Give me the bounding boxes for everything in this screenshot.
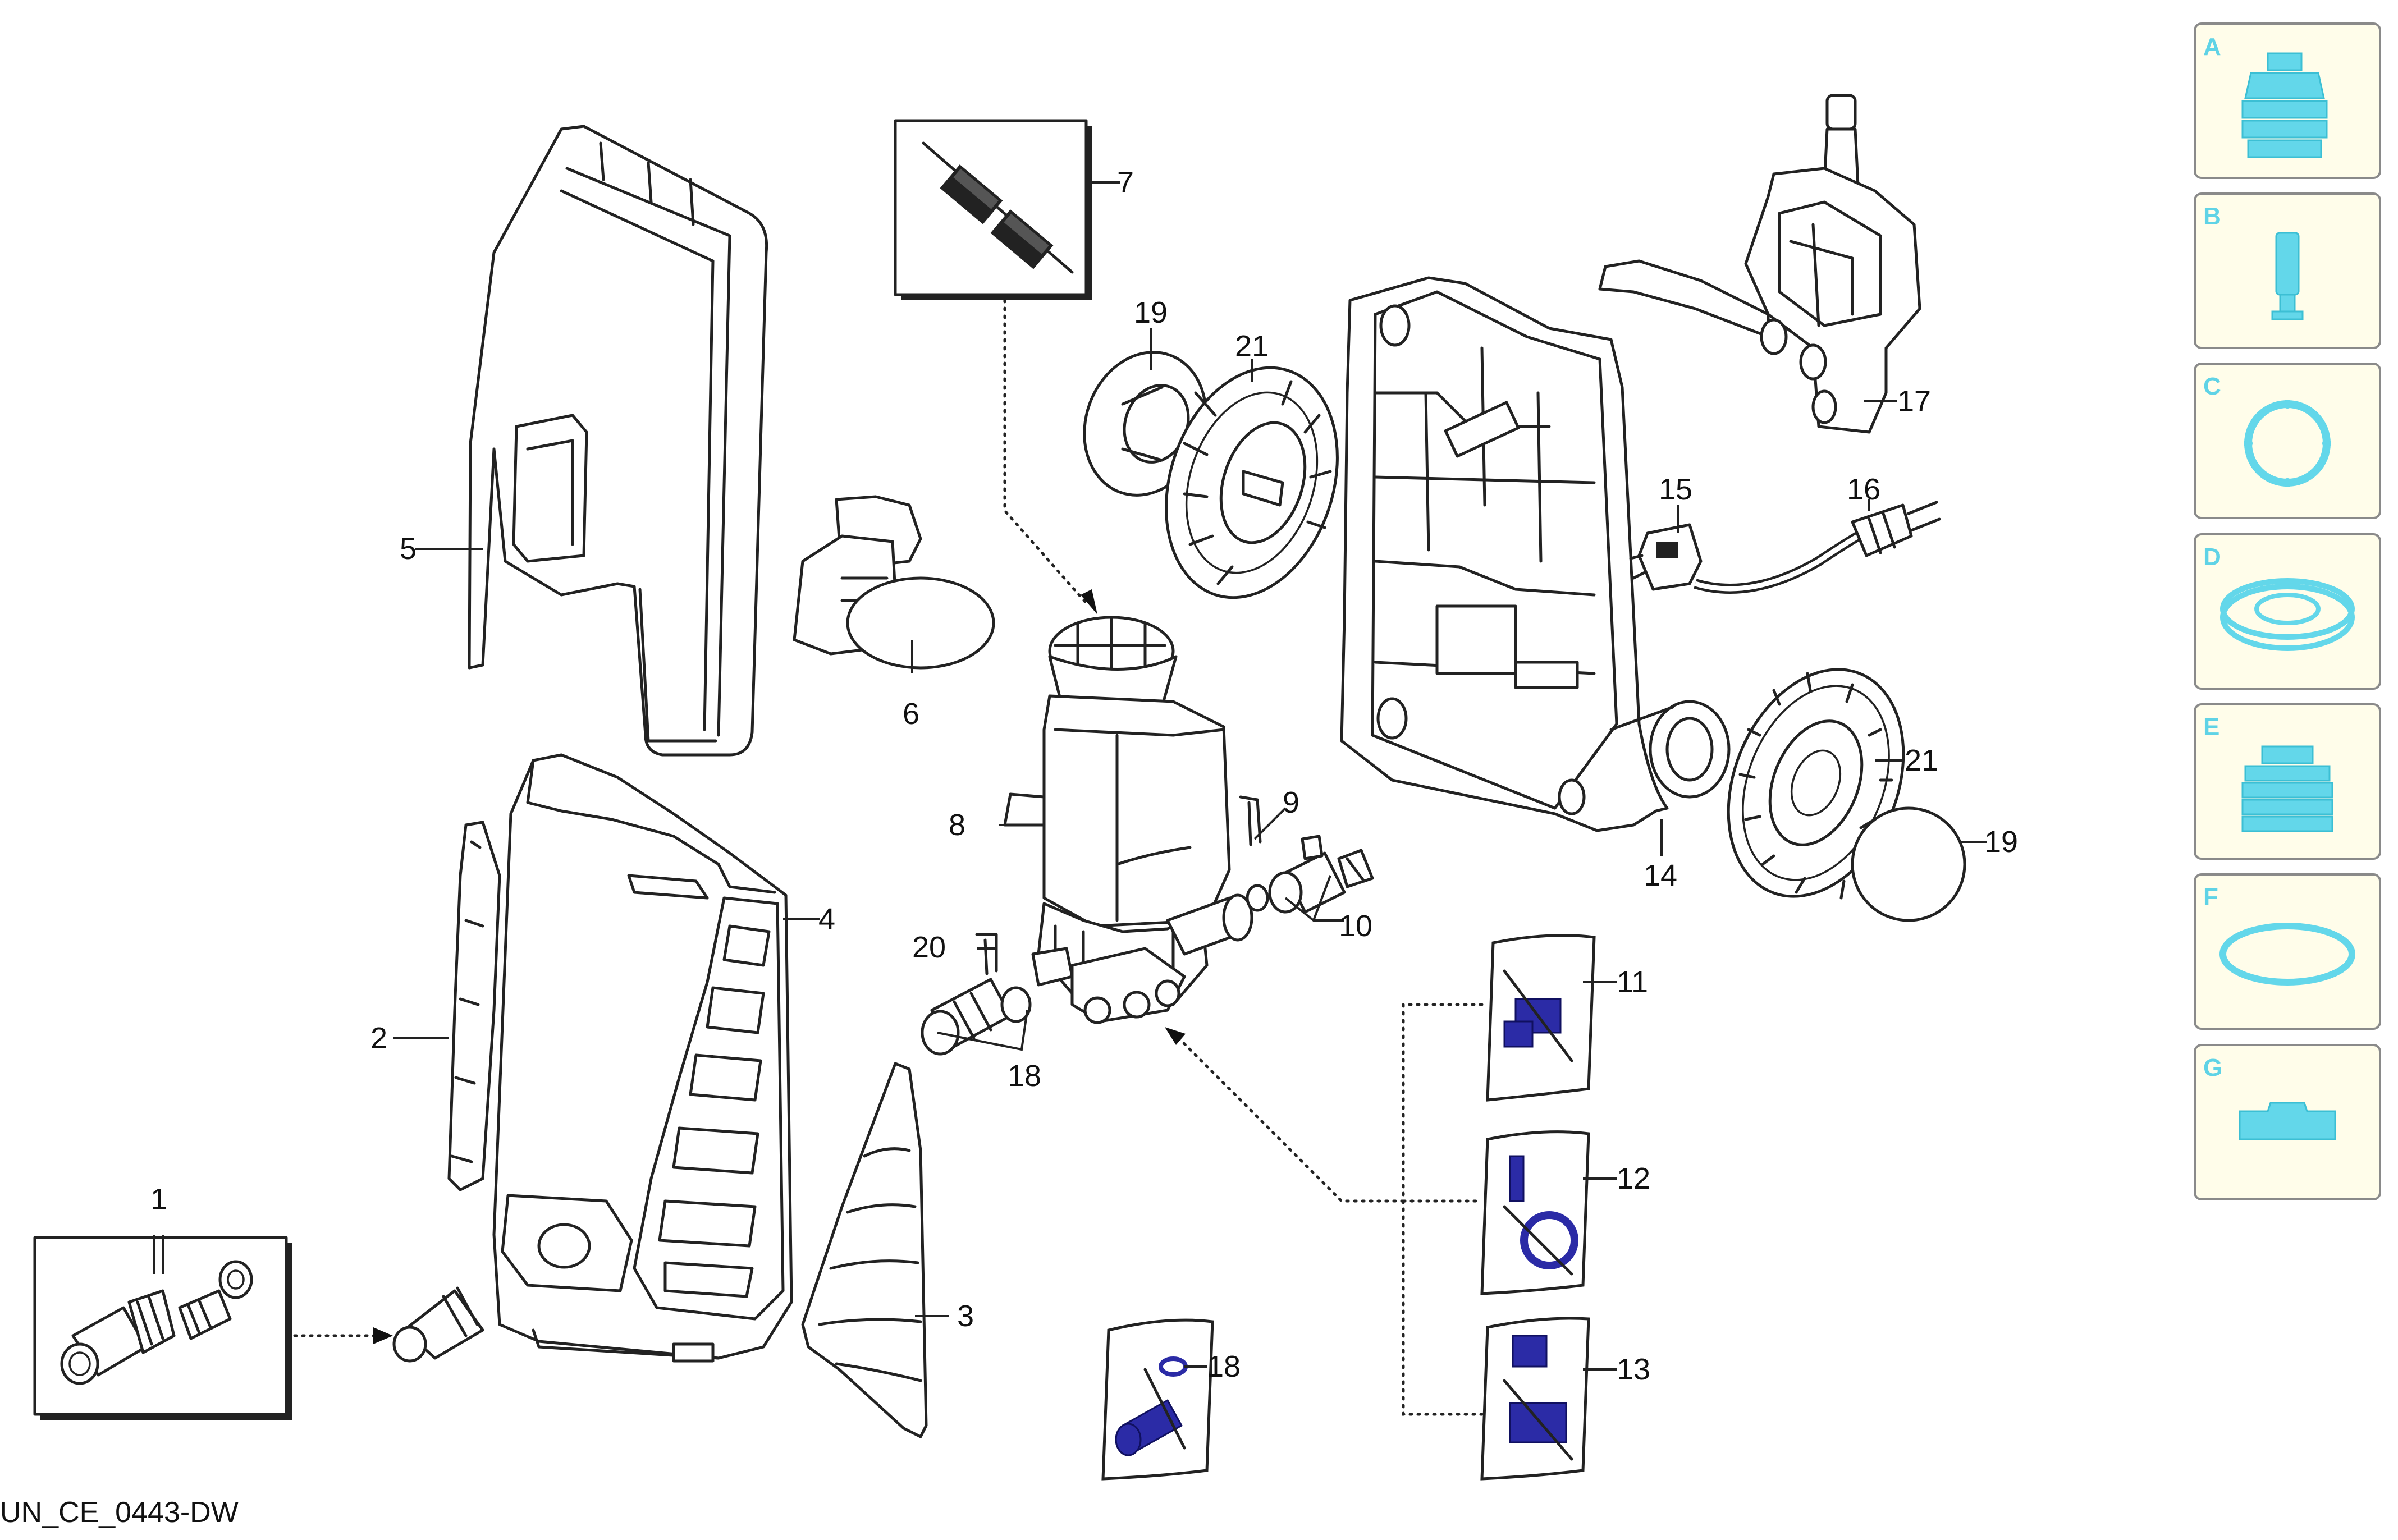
callout-4: 4 — [818, 902, 835, 936]
part-19-hubcap-lower — [1851, 806, 1966, 922]
legend-tile-e: E — [2194, 703, 2381, 860]
callout-3: 3 — [957, 1299, 974, 1333]
callout-14: 14 — [1644, 859, 1677, 892]
part-3-side-panel — [801, 1062, 928, 1438]
part-16-power-cord — [1694, 501, 1941, 594]
callout-17: 17 — [1897, 384, 1931, 418]
bellows-icon — [2241, 745, 2333, 832]
leader-lines — [153, 181, 1987, 1371]
gasket-ring-icon — [2244, 400, 2331, 487]
callout-16: 16 — [1847, 473, 1880, 506]
callout-1: 1 — [150, 1182, 167, 1216]
legend-letter-g: G — [2203, 1054, 2222, 1081]
callout-11: 11 — [1617, 965, 1648, 999]
legend-panel: A B C — [2194, 22, 2381, 1200]
callout-8: 8 — [949, 808, 965, 842]
nozzle-icon — [2241, 52, 2328, 158]
callout-2: 2 — [370, 1021, 387, 1055]
part-8-motor-pump — [1003, 616, 1253, 1024]
callout-7: 7 — [1117, 166, 1134, 199]
legend-letter-e: E — [2203, 713, 2219, 741]
callout-12: 12 — [1617, 1162, 1650, 1195]
part-2-side-strip — [447, 821, 501, 1191]
legend-tile-g: G — [2194, 1044, 2381, 1200]
callout-15: 15 — [1659, 473, 1692, 506]
callout-10: 10 — [1339, 909, 1372, 943]
part-4-front-housing — [492, 753, 793, 1363]
kit-11-bag — [1486, 934, 1596, 1102]
assembly-lines — [293, 299, 1484, 1416]
o-ring-icon — [2219, 923, 2355, 986]
drawing-code: UN_CE_0443-DW — [0, 1496, 239, 1529]
part-7-brush-set — [894, 119, 1092, 300]
legend-letter-f: F — [2203, 883, 2218, 911]
legend-tile-f: F — [2194, 873, 2381, 1030]
part-5-handle-frame — [468, 125, 768, 757]
legend-tile-c: C — [2194, 363, 2381, 519]
part-9-clip — [1239, 795, 1262, 846]
legend-letter-b: B — [2203, 203, 2221, 230]
kit-12-bag — [1480, 1130, 1590, 1295]
part-18-inlet-connector — [921, 978, 1032, 1056]
callout-18-inlet: 18 — [1008, 1059, 1041, 1093]
pin-icon — [2271, 232, 2304, 320]
part-21-wheel-upper — [1165, 366, 1339, 599]
part-14-chassis — [1340, 276, 1731, 832]
callout-18-kit: 18 — [1207, 1350, 1241, 1383]
callout-21-lower: 21 — [1905, 744, 1938, 777]
legend-tile-b: B — [2194, 192, 2381, 349]
part-6-cap — [793, 495, 995, 670]
seal-ring-icon — [2220, 578, 2355, 651]
legend-letter-d: D — [2203, 543, 2221, 571]
callout-21-upper: 21 — [1235, 329, 1269, 363]
part-10-outlet-fitting — [1246, 835, 1374, 914]
part-15-switch — [1629, 523, 1703, 591]
callout-13: 13 — [1617, 1353, 1650, 1386]
legend-letter-c: C — [2203, 373, 2221, 400]
legend-letter-a: A — [2203, 33, 2221, 61]
callout-19-upper: 19 — [1134, 296, 1168, 329]
clip-icon — [2239, 1102, 2336, 1140]
kit-18-bag — [1101, 1318, 1214, 1481]
part-20-clip — [975, 933, 998, 975]
callout-9: 9 — [1283, 786, 1299, 819]
part-17-bracket — [1598, 94, 1921, 434]
callout-19-lower: 19 — [1984, 825, 2018, 859]
part-1-inlet-coupling — [33, 1236, 484, 1420]
callout-5: 5 — [400, 532, 417, 566]
legend-tile-a: A — [2194, 22, 2381, 179]
legend-tile-d: D — [2194, 533, 2381, 690]
callout-6: 6 — [903, 697, 919, 731]
callout-20: 20 — [912, 931, 946, 964]
callout-labels: 1 2 3 4 5 6 7 8 9 10 11 12 13 14 15 16 1… — [150, 166, 2018, 1386]
kit-13-bag — [1480, 1317, 1590, 1481]
